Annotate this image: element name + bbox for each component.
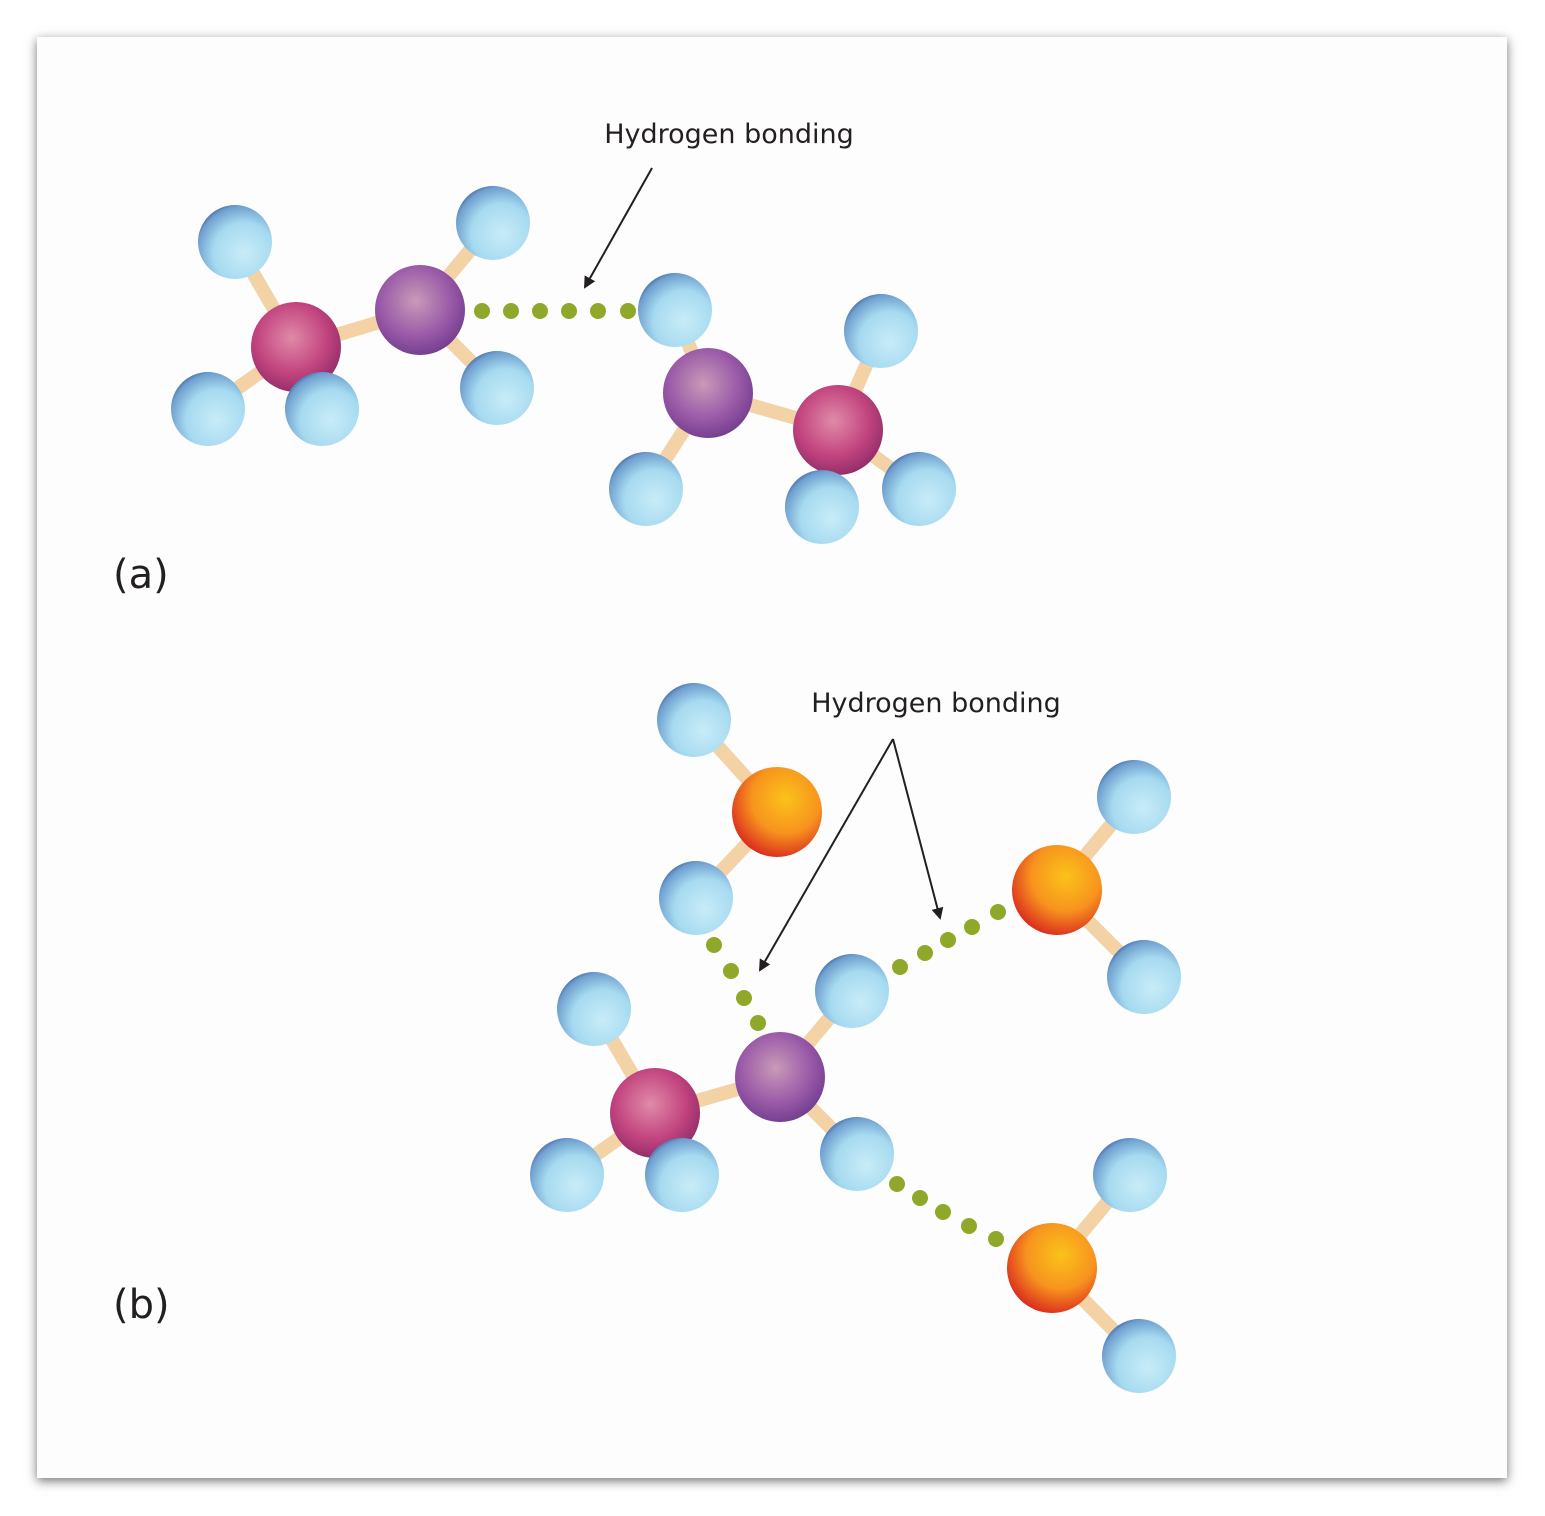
hydrogen-bond-dot [961, 1218, 977, 1234]
hydrogen-atom [557, 972, 631, 1046]
hydrogen-bond-dot [750, 1015, 766, 1031]
pointer-arrow [759, 738, 894, 972]
nitrogen-atom [735, 1032, 825, 1122]
figure-panel [37, 37, 1507, 1478]
panel-label-b: (b) [113, 1282, 170, 1328]
nitrogen-atom [663, 348, 753, 438]
hydrogen-bond-dot [940, 932, 956, 948]
hydrogen-atom [198, 205, 272, 279]
hydrogen-bonding-label-a: Hydrogen bonding [604, 119, 854, 150]
hydrogen-bond-dot [561, 303, 577, 319]
hydrogen-atom [456, 186, 530, 260]
hydrogen-bond-dot [892, 959, 908, 975]
hydrogen-bond-dot [706, 937, 722, 953]
panel-label-a: (a) [113, 552, 169, 598]
hydrogen-atom [882, 452, 956, 526]
hydrogen-bond-dot [912, 1190, 928, 1206]
hydrogen-atom [1097, 760, 1171, 834]
nitrogen-atom [375, 265, 465, 355]
pointer-arrow [892, 738, 944, 920]
hydrogen-atom [645, 1138, 719, 1212]
hydrogen-atom [285, 372, 359, 446]
pointer-arrow [584, 167, 653, 289]
hydrogen-bond-dot [736, 990, 752, 1006]
hydrogen-bond-dot [723, 963, 739, 979]
hydrogen-atom [1107, 940, 1181, 1014]
hydrogen-bond-dot [474, 303, 490, 319]
hydrogen-bond-dot [620, 303, 636, 319]
hydrogen-atom [657, 683, 731, 757]
hydrogen-atom [1093, 1138, 1167, 1212]
hydrogen-atom [785, 470, 859, 544]
hydrogen-bonding-label-b: Hydrogen bonding [811, 688, 1061, 719]
hydrogen-atom [530, 1138, 604, 1212]
carbon-atom [610, 1068, 700, 1158]
hydrogen-bond-dot [532, 303, 548, 319]
carbon-atom [793, 385, 883, 475]
carbon-atom [251, 302, 341, 392]
hydrogen-atom [638, 273, 712, 347]
hydrogen-atom [659, 861, 733, 935]
hydrogen-atom [171, 372, 245, 446]
hydrogen-bond-dot [503, 303, 519, 319]
hydrogen-bond-dot [917, 945, 933, 961]
hydrogen-bond-dot [889, 1176, 905, 1192]
oxygen-atom [1012, 845, 1102, 935]
hydrogen-bond-dot [990, 904, 1006, 920]
oxygen-atom [732, 767, 822, 857]
hydrogen-atom [820, 1117, 894, 1191]
hydrogen-atom [1102, 1319, 1176, 1393]
oxygen-atom [1007, 1223, 1097, 1313]
hydrogen-bond-dot [988, 1231, 1004, 1247]
hydrogen-bond-dot [590, 303, 606, 319]
hydrogen-atom [844, 294, 918, 368]
hydrogen-atom [460, 351, 534, 425]
hydrogen-bond-dot [935, 1204, 951, 1220]
hydrogen-atom [609, 452, 683, 526]
hydrogen-bond-dot [964, 919, 980, 935]
hydrogen-atom [815, 954, 889, 1028]
